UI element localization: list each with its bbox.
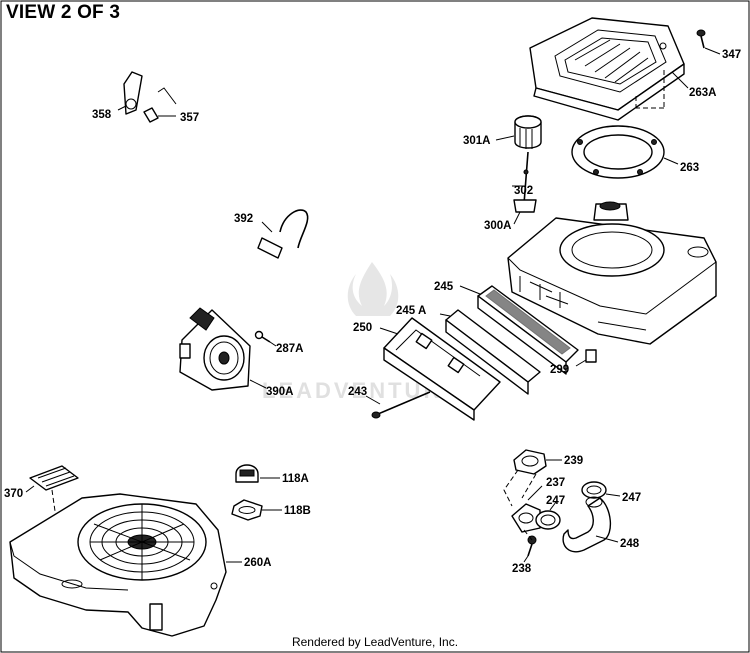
- part-247-clamp-upper: [581, 481, 621, 499]
- part-263A-cover: [529, 17, 689, 121]
- part-250-cover: [379, 317, 501, 421]
- part-238-screw: [523, 535, 537, 563]
- alignment-line: [503, 469, 519, 507]
- part-243-bolt: [365, 391, 431, 419]
- callout-347: 347: [722, 49, 741, 61]
- callout-245: 245: [434, 281, 454, 293]
- callout-248: 248: [620, 538, 640, 550]
- callout-247-upper: 247: [622, 492, 641, 504]
- callout-287A: 287A: [276, 343, 304, 355]
- callout-390A: 390A: [266, 386, 294, 398]
- part-299-clip: [575, 349, 597, 367]
- callout-263A: 263A: [689, 87, 717, 99]
- part-245A-precleaner: [439, 309, 541, 395]
- callout-392: 392: [234, 213, 253, 225]
- part-260A-blower-housing: [9, 493, 242, 637]
- callout-263: 263: [680, 162, 699, 174]
- callout-302: 302: [514, 185, 533, 197]
- footer-credit: Rendered by LeadVenture, Inc.: [291, 635, 459, 649]
- part-370-decal: [25, 465, 79, 519]
- callout-357: 357: [180, 112, 199, 124]
- part-358-bracket: [117, 71, 143, 115]
- view-title: VIEW 2 OF 3: [6, 2, 121, 23]
- callout-118A: 118A: [282, 473, 309, 485]
- part-287A-screw: [254, 330, 277, 347]
- callout-250: 250: [353, 322, 372, 334]
- alignment-line: [523, 529, 533, 541]
- callout-370: 370: [4, 488, 23, 500]
- callout-243: 243: [348, 386, 367, 398]
- air-cleaner-base: [507, 201, 717, 345]
- part-302-dipstick: [512, 151, 529, 205]
- callout-118B: 118B: [284, 505, 311, 517]
- part-118A-grommet: [235, 464, 280, 483]
- part-392-wire: [257, 209, 309, 259]
- callout-239: 239: [564, 455, 583, 467]
- callout-247-lower: 247: [546, 495, 565, 507]
- callout-237: 237: [546, 477, 565, 489]
- part-347-screw: [696, 29, 721, 55]
- part-245-filter: [459, 285, 579, 375]
- part-248-hose: [562, 496, 619, 553]
- part-300A-tube: [513, 199, 537, 225]
- callout-358: 358: [92, 109, 112, 121]
- part-239-gasket: [513, 449, 562, 475]
- part-118B-gasket: [231, 499, 282, 521]
- callout-301A: 301A: [463, 135, 491, 147]
- part-357-spring: [143, 87, 177, 123]
- callout-299: 299: [550, 364, 569, 376]
- callout-260A: 260A: [244, 557, 272, 569]
- watermark-logo: [347, 262, 399, 316]
- part-301A-cap: [495, 115, 542, 149]
- part-247-clamp-lower: [535, 501, 561, 530]
- part-263-ring: [571, 125, 679, 179]
- callout-245A: 245 A: [396, 305, 426, 317]
- alignment-line: [521, 473, 537, 499]
- callout-300A: 300A: [484, 220, 512, 232]
- part-390A-starter: [179, 307, 267, 391]
- callout-238: 238: [512, 563, 532, 575]
